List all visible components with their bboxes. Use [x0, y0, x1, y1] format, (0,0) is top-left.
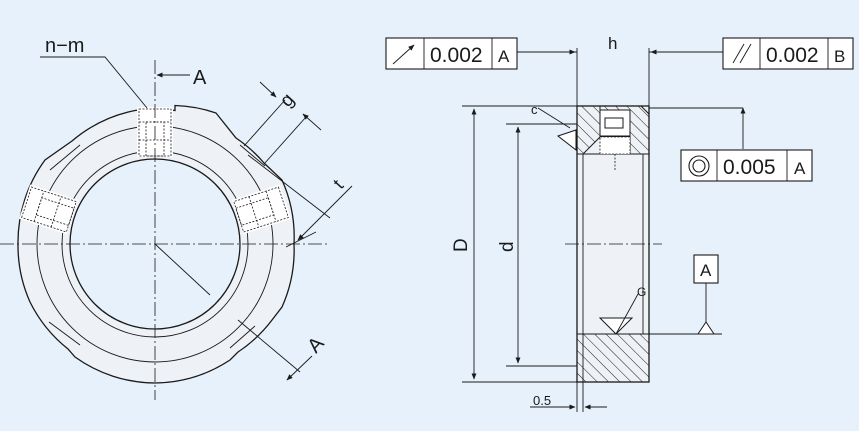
section-arrow-bottom — [286, 355, 313, 381]
concentricity-icon — [688, 155, 710, 177]
radius-line — [154, 243, 211, 296]
thread-spec-leader — [40, 56, 148, 109]
finish-grade-label: G — [637, 285, 646, 299]
section-label-bottom: A — [303, 332, 329, 357]
chamfer-label: c — [531, 102, 538, 117]
parallelism-datum: B — [834, 47, 845, 66]
section-line-bottom — [237, 319, 301, 373]
D-dimension-label: D — [451, 238, 472, 252]
datum-A-marker: A — [649, 254, 722, 335]
g-dimension-label: g — [276, 89, 299, 111]
hatched-section — [576, 333, 650, 383]
runout-icon — [392, 44, 415, 65]
t-extension-1 — [247, 154, 331, 219]
front-view: n−m A g t A — [0, 35, 353, 400]
parallelism-value: 0.002 — [766, 44, 819, 67]
left-screw-hole — [19, 184, 78, 235]
surface-finish-symbol — [598, 317, 634, 335]
datum-A-label: A — [700, 261, 712, 280]
g-extension-2 — [263, 116, 307, 165]
concentricity-tolerance-frame: 0.005 A — [649, 107, 813, 182]
right-screw-hole — [232, 184, 291, 235]
t-dimension-label: t — [329, 176, 347, 193]
runout-value: 0.002 — [430, 44, 483, 67]
concentricity-value: 0.005 — [723, 156, 776, 179]
h-dimension-label: h — [608, 34, 617, 53]
runout-tolerance-frame: 0.002 A — [385, 37, 577, 70]
runout-datum: A — [498, 47, 510, 66]
parallelism-tolerance-frame: 0.002 B — [649, 37, 854, 70]
g-extension-1 — [243, 99, 286, 147]
section-label-top: A — [193, 67, 207, 89]
thread-spec-label: n−m — [45, 35, 84, 57]
parallelism-icon — [732, 43, 745, 64]
d-dimension-label: d — [497, 241, 518, 252]
concentricity-datum: A — [794, 159, 806, 178]
t-dimension-line — [297, 185, 353, 241]
section-view: D d c G h 0.5 0.002 A — [385, 34, 854, 412]
gap-dimension-label: 0.5 — [533, 393, 551, 408]
